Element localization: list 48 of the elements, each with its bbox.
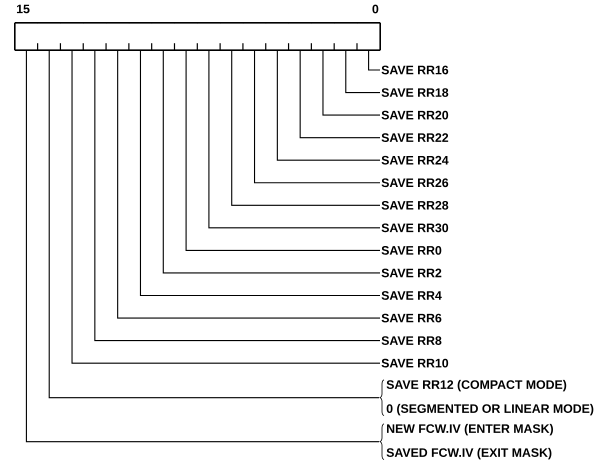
bit-label: SAVE RR0	[382, 246, 442, 255]
bit-label: SAVE RR6	[382, 314, 442, 322]
leader-line	[300, 50, 380, 138]
bit-field	[196, 22, 222, 51]
leader-line	[276, 50, 380, 161]
bit-label: SAVE RR2	[382, 268, 442, 278]
bit-field	[105, 22, 130, 51]
bit-label: SAVE RR10	[382, 358, 448, 368]
bit-field	[60, 22, 84, 51]
bit-field	[242, 22, 267, 51]
bit-label: SAVE RR26	[382, 178, 448, 188]
bit-field	[36, 22, 62, 51]
bit-label: SAVE RR28	[382, 200, 448, 210]
bit-label: SAVE RR8	[382, 336, 442, 345]
bit-field	[310, 22, 336, 51]
bit-field	[82, 22, 108, 51]
bit-field	[219, 22, 244, 51]
leader-line	[186, 50, 380, 251]
leader-line	[322, 50, 380, 116]
bit-field	[356, 22, 381, 51]
bit-label: SAVE RR18	[382, 88, 448, 97]
bracketed-label: NEW FCW.IV (ENTER MASK) SAVED FCW.IV (EXIT MASK)	[380, 423, 553, 460]
bit-field	[288, 22, 313, 51]
leader-line	[345, 50, 380, 94]
bit-field	[333, 22, 358, 51]
leader-line	[254, 50, 380, 184]
leader-line	[368, 50, 380, 71]
leader-line	[140, 50, 380, 296]
bit-number: 15	[16, 4, 30, 14]
leader-line	[48, 50, 379, 398]
leader-line	[208, 50, 380, 228]
bit-field	[128, 22, 153, 51]
leader-line	[26, 50, 379, 442]
leader-line	[162, 50, 380, 274]
bit-field	[150, 22, 176, 51]
leader-line	[231, 50, 380, 206]
bracketed-label: SAVE RR12 (COMPACT MODE) 0 (SEGMENTED OR LINEAR MODE)	[380, 379, 594, 416]
bit-label: SAVE RR20	[382, 110, 448, 120]
bit-label: SAVE RR24	[382, 156, 449, 165]
bit-number: 0	[372, 4, 378, 14]
bit-label: SAVE RR16	[382, 66, 448, 74]
leader-line	[117, 50, 380, 319]
bit-field	[14, 22, 39, 51]
bit-label: SAVE RR4	[382, 291, 442, 300]
bit-field	[264, 22, 290, 51]
bit-field	[174, 22, 198, 51]
bit-label: SAVE RR22	[382, 133, 448, 142]
bit-label: SAVE RR30	[382, 224, 448, 232]
